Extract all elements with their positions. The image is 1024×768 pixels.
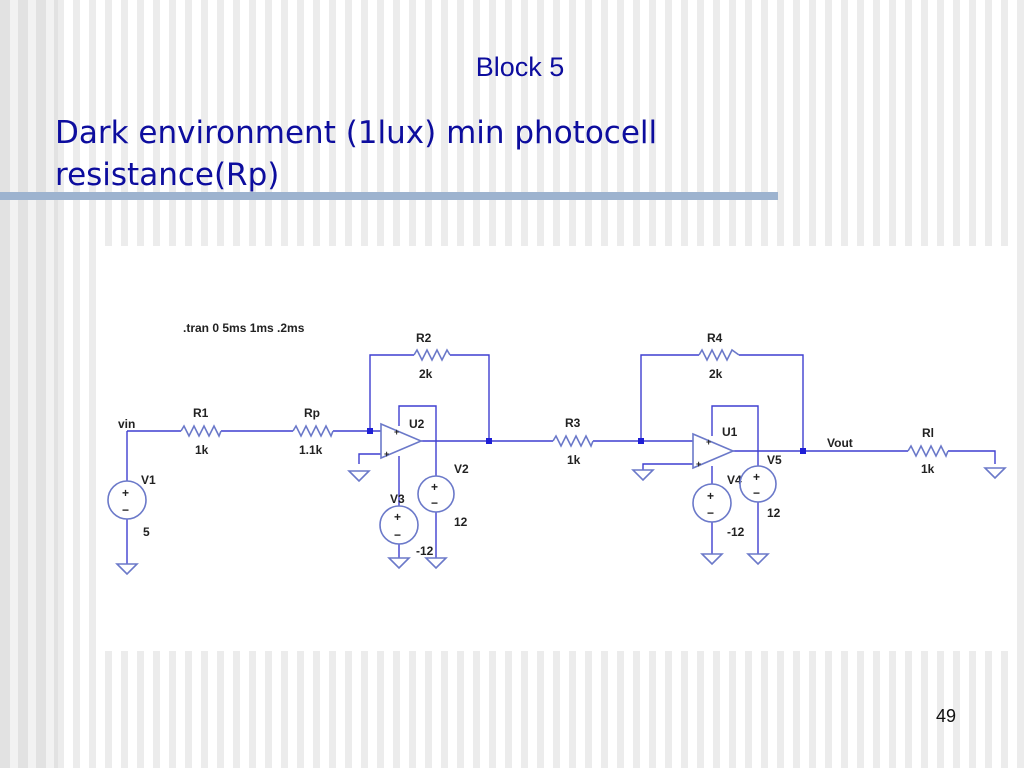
- resistor-r3: R3 1k: [552, 416, 594, 467]
- v4-value: -12: [727, 525, 745, 539]
- opamp-u1: + + U1: [692, 425, 738, 470]
- r3-name: R3: [565, 416, 581, 430]
- r1-value: 1k: [195, 443, 209, 457]
- junctions: [367, 428, 806, 454]
- wire-u1-output-line: [733, 450, 996, 464]
- v3-value: -12: [416, 544, 434, 558]
- rp-name: Rp: [304, 406, 320, 420]
- u1-name: U1: [722, 425, 738, 439]
- v1-value: 5: [143, 525, 150, 539]
- resistor-r4: R4 2k: [698, 331, 740, 381]
- resistor-rp: Rp 1.1k: [292, 406, 334, 457]
- r4-value: 2k: [709, 367, 723, 381]
- resistor-r1: R1 1k: [180, 406, 222, 457]
- v2-value: 12: [454, 515, 468, 529]
- ground-v4: [700, 553, 724, 566]
- wire-u1-inverting-node: [640, 354, 804, 451]
- v1-plus-sign: +: [122, 486, 129, 500]
- circuit-schematic: R1 1k Rp 1.1k R2 2k R3 1k R4 2k Rl 1k: [107, 321, 1007, 576]
- v4-name: V4: [727, 473, 742, 487]
- v2-name: V2: [454, 462, 469, 476]
- v5-plus-sign: +: [753, 470, 760, 484]
- rl-name: Rl: [922, 426, 934, 440]
- v5-name: V5: [767, 453, 782, 467]
- junction-u1-inverting: [638, 438, 644, 444]
- ground-load: [983, 467, 1007, 480]
- wire-u2-noninverting-ground: [358, 453, 381, 464]
- v3-name: V3: [390, 492, 405, 506]
- v2-plus-sign: +: [431, 480, 438, 494]
- voltage-source-v3: + − V3 -12: [379, 492, 434, 558]
- ground-u2-noninverting: [347, 470, 371, 483]
- slide-heading: Dark environment (1lux) min photocell re…: [55, 115, 658, 193]
- left-stripe-band: [0, 0, 58, 768]
- u1-noninverting-sign: +: [696, 459, 701, 469]
- title-divider: [0, 192, 778, 200]
- ground-v1: [115, 563, 139, 576]
- junction-u2-output: [486, 438, 492, 444]
- u2-noninverting-sign: +: [384, 449, 389, 459]
- ground-v5: [746, 553, 770, 566]
- voltage-source-v5: + − V5 12: [739, 453, 782, 520]
- v4-minus-sign: −: [707, 506, 714, 520]
- ground-u1-noninverting: [631, 469, 655, 482]
- resistor-rl: Rl 1k: [907, 426, 949, 476]
- spice-directive: .tran 0 5ms 1ms .2ms: [183, 321, 305, 335]
- resistor-r2: R2 2k: [413, 331, 451, 381]
- wire-u2-supply: [398, 405, 437, 558]
- r4-name: R4: [707, 331, 723, 345]
- u2-inverting-sign: +: [394, 427, 399, 437]
- v4-plus-sign: +: [707, 489, 714, 503]
- page-number: 49: [936, 706, 957, 726]
- u2-name: U2: [409, 417, 425, 431]
- v2-minus-sign: −: [431, 496, 438, 510]
- schematic-panel: R1 1k Rp 1.1k R2 2k R3 1k R4 2k Rl 1k: [103, 246, 1011, 651]
- wire-u1-noninverting-ground: [642, 463, 693, 470]
- r2-name: R2: [416, 331, 432, 345]
- rl-value: 1k: [921, 462, 935, 476]
- voltage-source-v4: + − V4 -12: [692, 473, 745, 539]
- ground-v2: [424, 557, 448, 570]
- wire-u1-supply: [711, 405, 759, 554]
- r1-name: R1: [193, 406, 209, 420]
- wires: [126, 354, 996, 564]
- opamp-u2: + + U2: [380, 417, 425, 460]
- junction-u2-inverting: [367, 428, 373, 434]
- junction-u1-output: [800, 448, 806, 454]
- slide-title: Block 5: [475, 52, 565, 82]
- voltage-source-v1: + − V1 5: [107, 473, 156, 539]
- v3-plus-sign: +: [394, 510, 401, 524]
- voltage-source-v2: + − V2 12: [417, 462, 469, 529]
- v5-minus-sign: −: [753, 486, 760, 500]
- net-label-vin: vin: [118, 417, 135, 431]
- ground-v3: [387, 557, 411, 570]
- u1-inverting-sign: +: [706, 437, 711, 447]
- r2-value: 2k: [419, 367, 433, 381]
- rp-value: 1.1k: [299, 443, 323, 457]
- v1-name: V1: [141, 473, 156, 487]
- v3-minus-sign: −: [394, 528, 401, 542]
- r3-value: 1k: [567, 453, 581, 467]
- net-label-vout: Vout: [827, 436, 853, 450]
- ground-symbols: [115, 467, 1007, 576]
- v5-value: 12: [767, 506, 781, 520]
- v1-minus-sign: −: [122, 503, 129, 517]
